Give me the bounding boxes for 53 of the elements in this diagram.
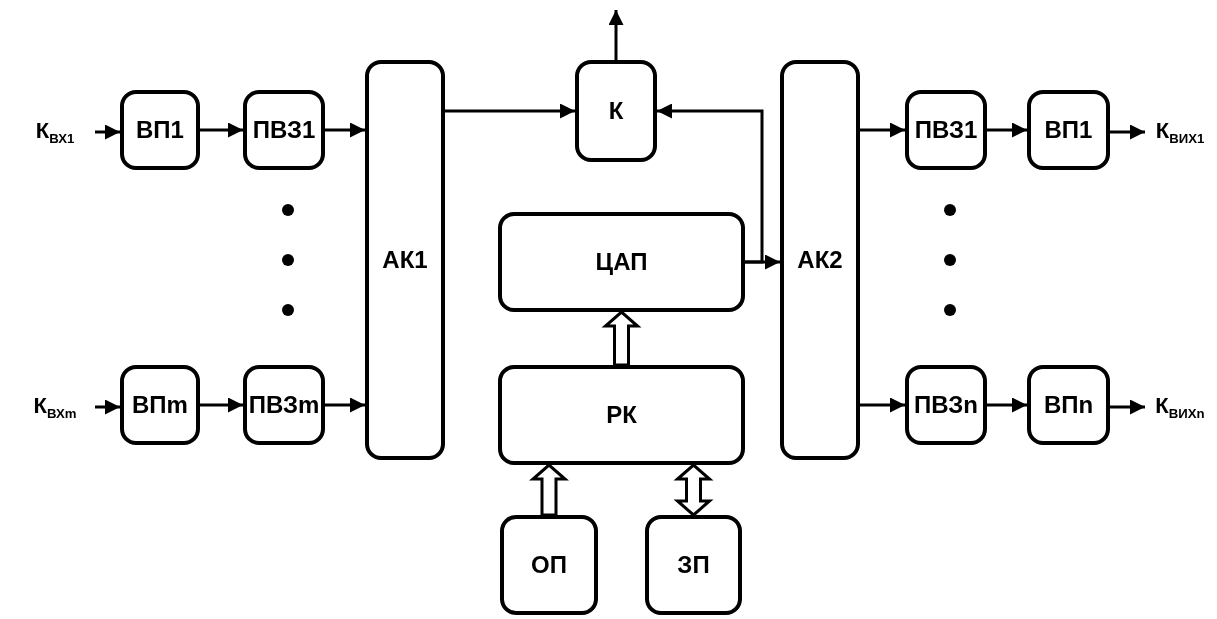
- box-label: ПВЗn: [914, 391, 978, 419]
- process-box: [905, 365, 987, 445]
- arrow: [200, 122, 243, 138]
- arrow: [1110, 124, 1145, 140]
- hollow-arrow: [673, 463, 714, 517]
- box-label: ЗП: [677, 551, 710, 579]
- process-box: [500, 515, 598, 615]
- box-label: ВП1: [1044, 116, 1093, 144]
- signal-label: К$_{ВИХ1}$: [1155, 117, 1205, 147]
- hollow-arrow: [601, 310, 642, 367]
- hollow-arrow: [529, 463, 569, 517]
- box-label: АК1: [382, 246, 428, 274]
- process-box: [498, 365, 745, 465]
- box-label: ПВЗ1: [914, 116, 978, 144]
- box-label: К: [608, 97, 624, 125]
- signal-label: К$_{ВИХn}$: [1155, 392, 1205, 422]
- box-label: ПВЗm: [248, 391, 320, 419]
- arrow: [445, 103, 575, 119]
- arrow: [608, 10, 624, 60]
- arrow: [745, 254, 780, 270]
- box-label: ПВЗ1: [252, 116, 316, 144]
- signal-label: К$_{ВХ1}$: [35, 117, 75, 147]
- process-box: [243, 90, 325, 170]
- box-label: ВПm: [132, 391, 188, 419]
- box-label: ОП: [531, 551, 567, 579]
- process-box: [780, 60, 860, 460]
- arrow: [1110, 399, 1145, 415]
- box-label: РК: [606, 401, 637, 429]
- arrow: [95, 124, 120, 140]
- signal-label: К$_{ВХm}$: [33, 392, 77, 422]
- box-label: ЦАП: [595, 248, 648, 276]
- process-box: [1027, 365, 1110, 445]
- arrow: [657, 103, 764, 264]
- arrow: [860, 397, 905, 413]
- arrow: [860, 122, 905, 138]
- process-box: [645, 515, 742, 615]
- arrow: [987, 397, 1027, 413]
- process-box: [243, 365, 325, 445]
- process-box: [365, 60, 445, 460]
- arrow: [200, 397, 243, 413]
- box-label: ВПn: [1043, 391, 1094, 419]
- arrow: [987, 122, 1027, 138]
- process-box: [498, 212, 745, 312]
- process-box: [905, 90, 987, 170]
- process-box: [1027, 90, 1110, 170]
- process-box: [120, 365, 200, 445]
- box-label: АК2: [797, 246, 843, 274]
- arrow: [95, 399, 120, 415]
- arrow: [325, 397, 365, 413]
- arrow: [325, 122, 365, 138]
- box-label: ВП1: [136, 116, 184, 144]
- process-box: [120, 90, 200, 170]
- process-box: [575, 60, 657, 162]
